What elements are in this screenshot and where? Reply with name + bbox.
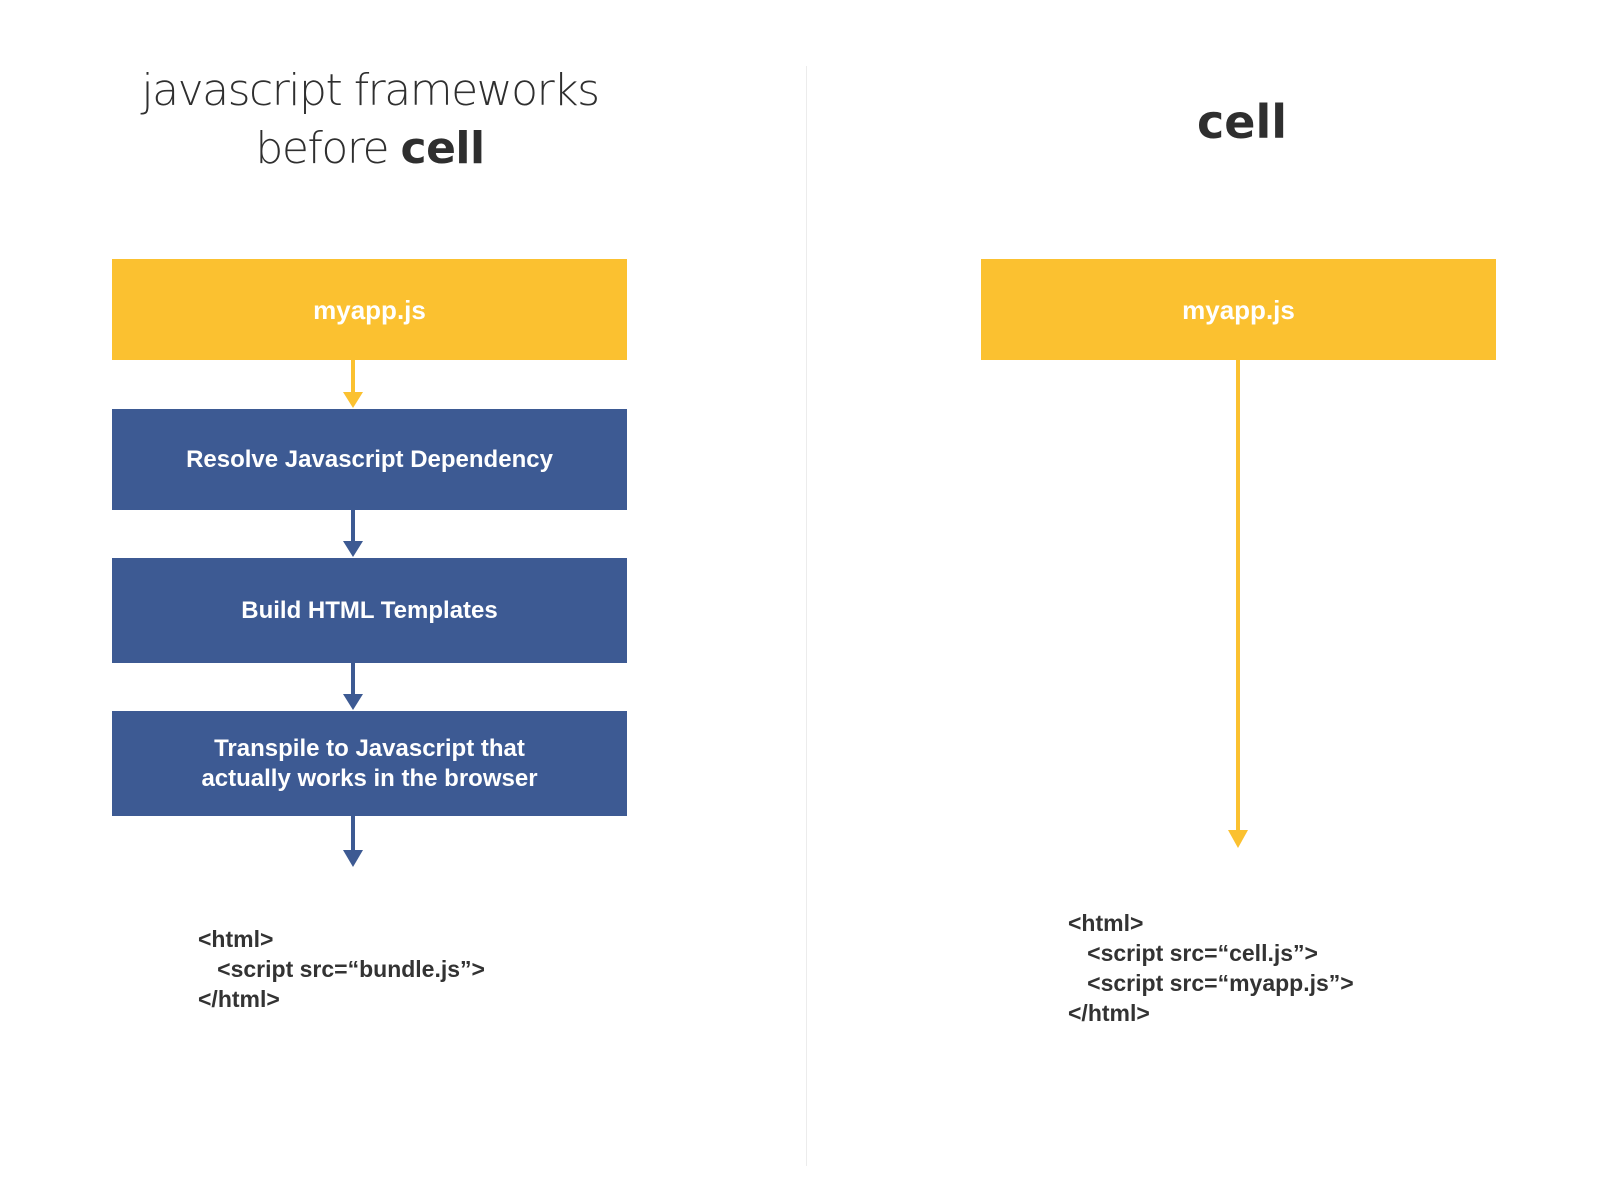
transpile-label-line1: Transpile to Javascript that: [214, 734, 525, 762]
left-title: javascript frameworks before cell: [110, 62, 630, 178]
arrow-build-to-transpile: [343, 663, 363, 710]
build-templates-box: Build HTML Templates: [112, 558, 627, 663]
right-code-line: </html>: [1068, 1000, 1150, 1026]
right-code-line: <script src=“cell.js”>: [1068, 940, 1318, 966]
right-code-line: <script src=“myapp.js”>: [1068, 970, 1354, 996]
left-code-line: <html>: [198, 926, 274, 952]
right-code-block: <html> <script src=“cell.js”> <script sr…: [1068, 908, 1354, 1028]
panel-divider: [806, 66, 807, 1166]
transpile-box: Transpile to Javascript that actually wo…: [112, 711, 627, 816]
left-code-line: <script src=“bundle.js”>: [198, 956, 485, 982]
right-myapp-label: myapp.js: [1182, 294, 1295, 325]
arrow-transpile-to-html: [343, 816, 363, 867]
left-myapp-label: myapp.js: [313, 294, 426, 325]
left-code-block: <html> <script src=“bundle.js”> </html>: [198, 924, 485, 1014]
left-title-line2: before cell: [110, 120, 630, 178]
right-code-line: <html>: [1068, 910, 1144, 936]
arrow-myapp-to-html-right: [1228, 360, 1248, 848]
arrow-myapp-to-resolve: [343, 360, 363, 408]
resolve-dependency-box: Resolve Javascript Dependency: [112, 409, 627, 510]
left-code-line: </html>: [198, 986, 280, 1012]
resolve-dependency-label: Resolve Javascript Dependency: [186, 445, 553, 473]
left-title-line2-bold: cell: [400, 123, 486, 174]
build-templates-label: Build HTML Templates: [241, 596, 498, 624]
arrow-resolve-to-build: [343, 510, 363, 557]
left-title-line2-plain: before: [255, 123, 401, 174]
right-myapp-box: myapp.js: [981, 259, 1496, 360]
transpile-label-line2: actually works in the browser: [201, 764, 538, 792]
left-myapp-box: myapp.js: [112, 259, 627, 360]
left-title-line1: javascript frameworks: [141, 65, 600, 116]
transpile-label: Transpile to Javascript that actually wo…: [201, 734, 537, 794]
right-title: cell: [1196, 95, 1287, 149]
